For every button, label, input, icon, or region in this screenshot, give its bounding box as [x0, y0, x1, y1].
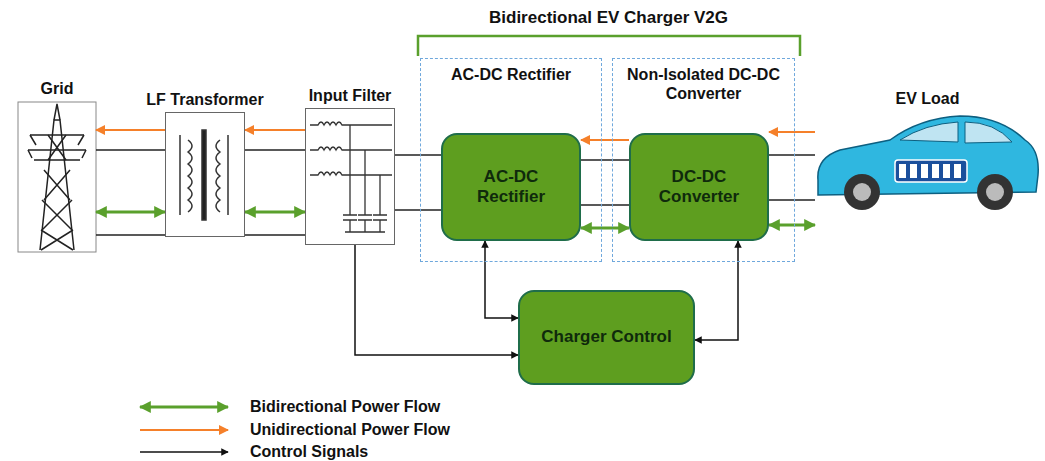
process-box: AC-DC Rectifier — [441, 133, 581, 241]
group-title: Bidirectional EV Charger V2G — [489, 8, 728, 28]
transformer-symbol — [180, 130, 228, 220]
wire — [96, 149, 165, 151]
power-flow-arrow — [769, 131, 815, 133]
node-label: Non-Isolated DC-DC Converter — [613, 59, 794, 103]
wire — [395, 154, 441, 156]
node-label: AC-DC Rectifier — [453, 167, 569, 208]
legend-text: Unidirectional Power Flow — [250, 421, 450, 439]
power-flow-arrow — [769, 224, 815, 227]
legend-sample — [140, 429, 228, 431]
node-label: DC-DC Converter — [641, 167, 757, 208]
wire — [245, 149, 305, 151]
node-label: Charger Control — [541, 327, 671, 347]
process-box: DC-DC Converter — [629, 133, 769, 241]
ev-car: EV Load — [815, 112, 1040, 212]
wire — [769, 199, 815, 201]
wire — [395, 209, 441, 211]
node-label: AC-DC Rectifier — [421, 59, 601, 84]
power-flow-arrow — [581, 227, 629, 230]
node-label: LF Transformer — [146, 90, 263, 109]
group-box: Non-Isolated DC-DC ConverterDC-DC Conver… — [612, 58, 795, 262]
electric-car — [818, 116, 1038, 210]
node-label: EV Load — [895, 89, 959, 108]
power-flow-arrow — [581, 139, 629, 141]
legend-sample — [140, 451, 228, 453]
group-box: AC-DC RectifierAC-DC Rectifier — [420, 58, 602, 262]
wire — [769, 154, 815, 156]
node-label: Grid — [41, 79, 74, 98]
wire — [96, 234, 165, 236]
control-signal — [485, 241, 518, 318]
power-flow-arrow — [245, 129, 305, 131]
transmission-tower — [18, 102, 96, 252]
wire — [581, 204, 629, 206]
group-bracket — [418, 36, 800, 56]
lc-filter-symbol — [310, 122, 392, 232]
node-label: Input Filter — [309, 86, 392, 105]
wire — [245, 234, 305, 236]
control-signal — [695, 241, 738, 340]
wire — [581, 159, 629, 161]
legend-sample — [140, 406, 228, 409]
grid-tower: Grid — [18, 102, 96, 252]
legend-text: Control Signals — [250, 443, 368, 461]
transformer-box: LF Transformer — [165, 112, 245, 237]
power-flow-arrow — [245, 211, 305, 214]
filter-box: Input Filter — [305, 108, 395, 245]
control-box: Charger Control — [518, 290, 695, 385]
legend-text: Bidirectional Power Flow — [250, 398, 440, 416]
power-flow-arrow — [96, 129, 165, 131]
power-flow-arrow — [96, 211, 165, 214]
